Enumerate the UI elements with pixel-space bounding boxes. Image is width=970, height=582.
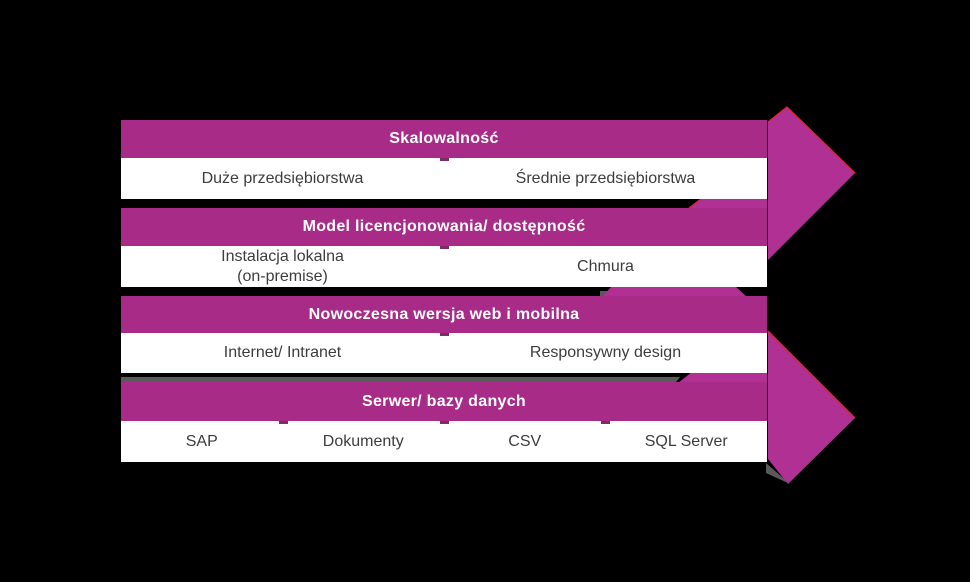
cell-text: Internet/ Intranet	[223, 344, 342, 361]
column-divider-tick	[279, 421, 288, 424]
bottom-arrow-shadow	[766, 463, 790, 484]
cell-sql-server: SQL Server	[606, 421, 768, 462]
cell-text-line: (on-premise)	[237, 267, 328, 285]
cell-srednie-przedsiebiorstwa: Średnie przedsiębiorstwa	[444, 158, 767, 199]
cell-csv: CSV	[444, 421, 606, 462]
cell-text: Średnie przedsiębiorstwa	[515, 169, 696, 187]
cell-instalacja-lokalna: Instalacja lokalna (on-premise)	[121, 246, 444, 287]
bottom-arrow-red-edge	[767, 330, 856, 419]
cell-text: SQL Server	[644, 432, 728, 450]
cell-text: Duże przedsiębiorstwa	[201, 169, 364, 187]
section-2-header-label: Model licencjonowania/ dostępność	[302, 218, 586, 235]
column-divider-tick	[601, 421, 610, 424]
cell-text-line: Instalacja lokalna	[221, 247, 344, 265]
gap2-arrow-body	[601, 285, 748, 298]
cell-responsywny-design: Responsywny design	[444, 333, 767, 373]
cell-text: Dokumenty	[322, 432, 404, 450]
top-arrow-head	[768, 107, 855, 260]
column-divider-tick	[440, 333, 449, 336]
top-arrow-red-edge	[767, 106, 856, 174]
cell-text: SAP	[185, 432, 218, 450]
section-3-row: Internet/ Intranet Responsywny design	[121, 333, 767, 373]
cell-chmura: Chmura	[444, 246, 767, 287]
cell-text: Chmura	[577, 257, 634, 275]
column-divider-tick	[440, 158, 449, 161]
cell-sap: SAP	[121, 421, 283, 462]
cell-text: Responsywny design	[529, 344, 682, 361]
cell-dokumenty: Dokumenty	[283, 421, 445, 462]
section-1-header-label: Skalowalność	[389, 130, 499, 147]
section-2-row: Instalacja lokalna (on-premise) Chmura	[121, 246, 767, 287]
cell-internet-intranet: Internet/ Intranet	[121, 333, 444, 373]
section-2-header-bar: Model licencjonowania/ dostępność	[121, 208, 767, 246]
section-1-row: Duże przedsiębiorstwa Średnie przedsiębi…	[121, 158, 767, 199]
column-divider-tick	[440, 246, 449, 249]
section-1-header-bar: Skalowalność	[121, 120, 767, 158]
cell-duze-przedsiebiorstwa: Duże przedsiębiorstwa	[121, 158, 444, 199]
gap3-shadow-strip	[121, 377, 680, 382]
section-3-header-label: Nowoczesna wersja web i mobilna	[308, 305, 580, 323]
bottom-arrow-head	[768, 331, 855, 484]
section-4-row: SAP Dokumenty CSV SQL Server	[121, 421, 767, 462]
section-4-header-label: Serwer/ bazy danych	[362, 392, 526, 410]
section-4-header-bar: Serwer/ bazy danych	[121, 382, 767, 421]
section-3-header-bar: Nowoczesna wersja web i mobilna	[121, 296, 767, 333]
column-divider-tick	[440, 421, 449, 424]
cell-text: CSV	[508, 432, 542, 450]
